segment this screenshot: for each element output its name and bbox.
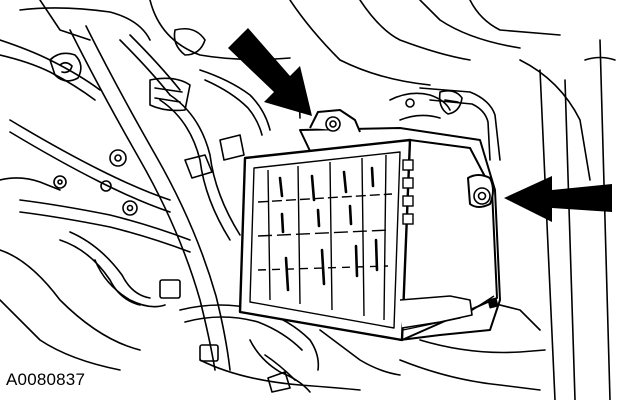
module-fuse-slots [257,154,393,321]
background-structure [0,0,616,400]
figure-id-label: A0080837 [6,370,86,389]
module-side-connectors [402,159,414,225]
module-side-mounting-bolt [473,187,491,205]
fittings [53,27,291,393]
module-top-mounting-bolt [325,116,341,132]
callout-arrow-right [504,176,612,222]
connector-harness [389,87,501,161]
callout-arrow-upper-left [228,28,312,116]
